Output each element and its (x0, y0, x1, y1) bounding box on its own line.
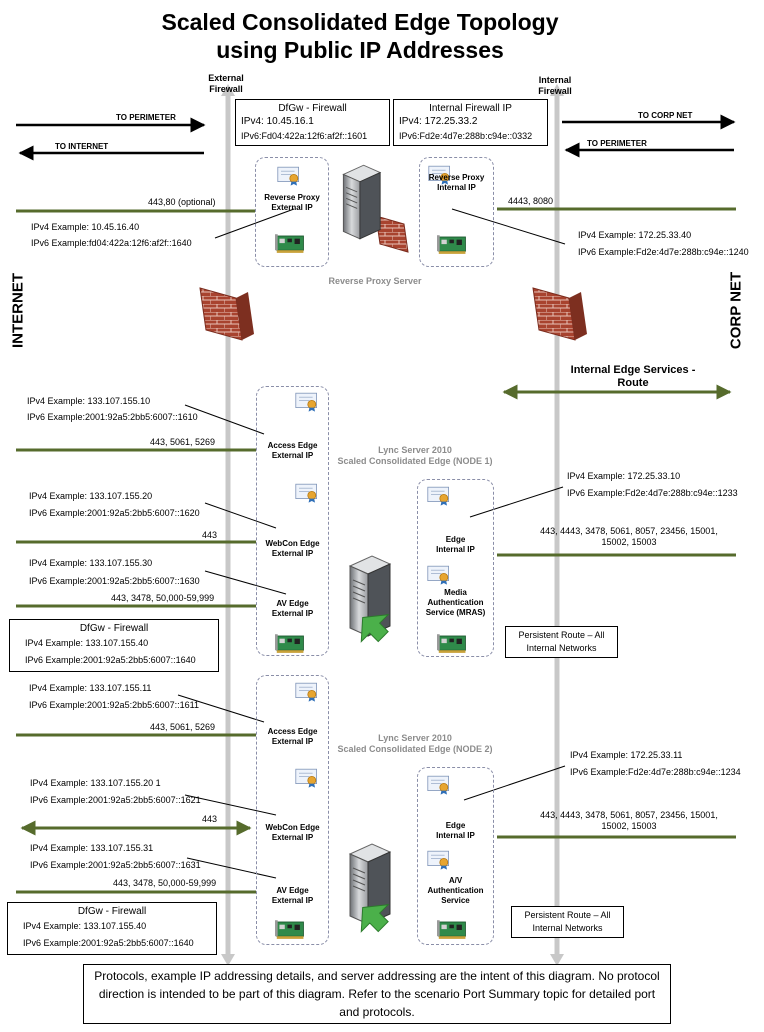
external-firewall-label: External Firewall (208, 73, 244, 94)
node1-av-ports: 443, 3478, 50,000-59,999 (111, 593, 215, 603)
node1-av-ipv4: IPv4 Example: 133.107.155.30 (29, 558, 153, 568)
node1-dfgw-ipv6: IPv6 Example:2001:92a5:2bb5:6007::1640 (25, 655, 196, 665)
node1-dfgw-box: DfGw - Firewall IPv4 Example: 133.107.15… (9, 619, 219, 672)
reverse-proxy-internal-ports: 4443, 8080 (508, 196, 554, 206)
external-firewall-bar (221, 84, 235, 966)
reverse-proxy-server-icon (342, 164, 381, 240)
node2-access-ipv6: IPv6 Example:2001:92a5:2bb5:6007::1611 (29, 700, 199, 710)
reverse-proxy-external-ports: 443,80 (optional) (148, 197, 216, 207)
node1-internal-ports: 443, 4443, 3478, 5061, 8057, 23456, 1500… (540, 526, 718, 547)
internal-firewall-label: Internal Firewall (538, 75, 572, 96)
node1-access-ipv6: IPv6 Example:2001:92a5:2bb5:6007::1610 (27, 412, 198, 422)
node2-av-edge-label: AV Edge External IP (271, 886, 314, 905)
sync-arrow-icon (360, 614, 390, 933)
to-internet-label: TO INTERNET (55, 142, 109, 151)
to-corp-net-label: TO CORP NET (638, 111, 693, 120)
network-lines (16, 207, 736, 894)
node1-title: Lync Server 2010 Scaled Consolidated Edg… (337, 445, 493, 466)
node2-webcon-ipv6: IPv6 Example:2001:92a5:2bb5:6007::1621 (30, 795, 201, 805)
node1-webcon-ports: 443 (202, 530, 218, 540)
node2-webcon-ipv4: IPv4 Example: 133.107.155.20 1 (30, 778, 161, 788)
direction-arrows (16, 114, 736, 161)
to-perimeter-left-label: TO PERIMETER (116, 113, 176, 122)
node1-access-ports: 443, 5061, 5269 (150, 437, 216, 447)
internal-fw-title: Internal Firewall IP (429, 103, 512, 114)
page-title: Scaled Consolidated Edge Topology using … (100, 8, 620, 64)
title-line-1: Scaled Consolidated Edge Topology (161, 9, 559, 35)
node2-dfgw-ipv6: IPv6 Example:2001:92a5:2bb5:6007::1640 (23, 938, 194, 948)
dfgw-title: DfGw - Firewall (278, 103, 347, 114)
node1-persistent-route-box: Persistent Route – All Internal Networks (505, 626, 618, 658)
node2-access-ports: 443, 5061, 5269 (150, 722, 216, 732)
internal-firewall-ip-box: Internal Firewall IP IPv4: 172.25.33.2 I… (393, 99, 548, 146)
title-line-2: using Public IP Addresses (216, 37, 504, 63)
node1-access-ipv4: IPv4 Example: 133.107.155.10 (27, 396, 151, 406)
node2-webcon-edge-label: WebCon Edge External IP (265, 823, 320, 842)
node1-webcon-ipv6: IPv6 Example:2001:92a5:2bb5:6007::1620 (29, 508, 200, 518)
dfgw-firewall-box: DfGw - Firewall IPv4: 10.45.16.1 IPv6:Fd… (235, 99, 390, 146)
footer-note: Protocols, example IP addressing details… (83, 964, 671, 1024)
node2-persistent-route-box: Persistent Route – All Internal Networks (511, 906, 624, 938)
corp-net-label: CORP NET (727, 271, 745, 350)
node1-internal-container (417, 479, 494, 657)
reverse-proxy-internal-label: Reverse Proxy Internal IP (428, 173, 485, 192)
node2-access-ipv4: IPv4 Example: 133.107.155.11 (29, 683, 152, 693)
reverse-proxy-server-label: Reverse Proxy Server (328, 276, 422, 286)
reverse-proxy-internal-container (419, 157, 494, 267)
node2-webcon-ports: 443 (202, 814, 218, 824)
node2-dfgw-ipv4: IPv4 Example: 133.107.155.40 (23, 921, 147, 931)
node2-dfgw-title: DfGw - Firewall (77, 906, 147, 917)
reverse-proxy-internal-ipv4: IPv4 Example: 172.25.33.40 (578, 230, 692, 240)
node1-webcon-edge-label: WebCon Edge External IP (265, 539, 320, 558)
node2-edge-internal-label: Edge Internal IP (436, 821, 475, 840)
node1-dfgw-title: DfGw - Firewall (79, 623, 149, 634)
internal-firewall-bar (550, 84, 564, 966)
internet-label: INTERNET (9, 273, 27, 348)
node2-access-edge-label: Access Edge External IP (267, 727, 318, 746)
dfgw-ipv4: IPv4: 10.45.16.1 (241, 116, 314, 127)
node2-av-ports: 443, 3478, 50,000-59,999 (113, 878, 217, 888)
to-perimeter-right-label: TO PERIMETER (587, 139, 647, 148)
reverse-proxy-external-container (255, 157, 329, 267)
node1-webcon-ipv4: IPv4 Example: 133.107.155.20 (29, 491, 153, 501)
internal-fw-ipv6: IPv6:Fd2e:4d7e:288b:c94e::0332 (399, 131, 533, 141)
node2-internal-ports: 443, 4443, 3478, 5061, 8057, 23456, 1500… (540, 810, 718, 831)
node2-internal-ipv6: IPv6 Example:Fd2e:4d7e:288b:c94e::1234 (570, 767, 741, 777)
node2-dfgw-box: DfGw - Firewall IPv4 Example: 133.107.15… (7, 902, 217, 955)
node1-access-edge-label: Access Edge External IP (267, 441, 318, 460)
node1-internal-ipv4: IPv4 Example: 172.25.33.10 (567, 471, 681, 481)
node2-internal-container (417, 767, 494, 945)
node2-external-container (256, 675, 329, 945)
dfgw-ipv6: IPv6:Fd04:422a:12f6:af2f::1601 (241, 131, 368, 141)
firewall-brick-icon (199, 215, 587, 341)
reverse-proxy-internal-ipv6: IPv6 Example:Fd2e:4d7e:288b:c94e::1240 (578, 247, 749, 257)
node1-av-edge-label: AV Edge External IP (271, 599, 314, 618)
node1-mras-label: Media Authentication Service (MRAS) (425, 588, 486, 617)
node1-external-container (256, 386, 329, 656)
reverse-proxy-external-ipv6: IPv6 Example:fd04:422a:12f6:af2f::1640 (31, 238, 192, 248)
node2-av-ipv4: IPv4 Example: 133.107.155.31 (30, 843, 154, 853)
reverse-proxy-external-ipv4: IPv4 Example: 10.45.16.40 (31, 222, 140, 232)
callout-lines (177, 208, 566, 879)
node1-av-ipv6: IPv6 Example:2001:92a5:2bb5:6007::1630 (29, 576, 200, 586)
internal-fw-ipv4: IPv4: 172.25.33.2 (399, 116, 478, 127)
internal-edge-route-label: Internal Edge Services - Route (570, 364, 696, 389)
node1-dfgw-ipv4: IPv4 Example: 133.107.155.40 (25, 638, 149, 648)
node1-edge-internal-label: Edge Internal IP (436, 535, 475, 554)
reverse-proxy-external-label: Reverse Proxy External IP (264, 193, 320, 212)
node2-internal-ipv4: IPv4 Example: 172.25.33.11 (570, 750, 683, 760)
node1-internal-ipv6: IPv6 Example:Fd2e:4d7e:288b:c94e::1233 (567, 488, 738, 498)
node2-av-ipv6: IPv6 Example:2001:92a5:2bb5:6007::1631 (30, 860, 201, 870)
node2-title: Lync Server 2010 Scaled Consolidated Edg… (337, 733, 493, 754)
node2-auth-label: A/V Authentication Service (427, 876, 484, 905)
